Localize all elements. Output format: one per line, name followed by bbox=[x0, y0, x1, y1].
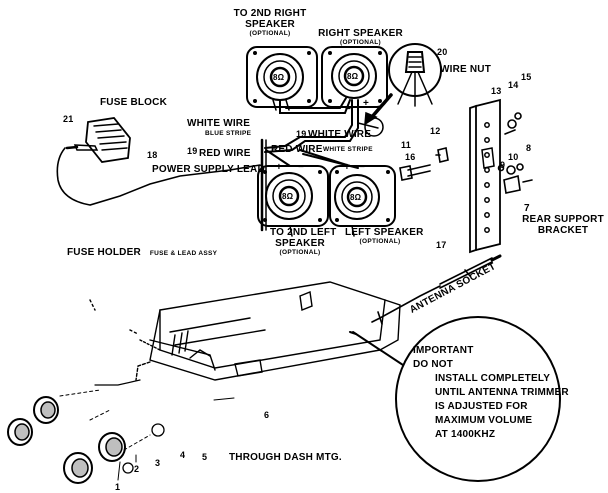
important-notice-circle bbox=[349, 316, 561, 482]
speaker-right bbox=[321, 46, 388, 108]
part-number-11: 11 bbox=[401, 140, 411, 150]
through-dash-label: THROUGH DASH MTG. bbox=[229, 452, 342, 463]
power-lead-number: 18 bbox=[147, 150, 158, 160]
red-wire-number: 19 bbox=[187, 146, 198, 156]
speaker-left bbox=[329, 165, 396, 227]
power-supply-lead-label: POWER SUPPLY LEAD bbox=[152, 164, 265, 175]
red-wire-2-label: RED WIRE bbox=[271, 144, 323, 155]
white-wire-2-label: WHITE WIRE bbox=[308, 129, 372, 140]
notice-line-3: UNTIL ANTENNA TRIMMER bbox=[435, 387, 569, 398]
fuse-block-label: FUSE BLOCK bbox=[100, 97, 167, 108]
part-number-1: 1 bbox=[115, 482, 121, 492]
minus-sign-3: − bbox=[298, 162, 305, 173]
part-number-4: 4 bbox=[180, 450, 186, 460]
rear-bracket-number: 7 bbox=[524, 203, 530, 214]
wire-nut-detail bbox=[364, 43, 442, 137]
rear-support-bracket bbox=[469, 98, 501, 254]
plus-sign-1: + bbox=[363, 98, 370, 109]
part-number-12: 12 bbox=[430, 126, 441, 136]
notice-line-1: DO NOT bbox=[413, 359, 454, 370]
notice-line-5: MAXIMUM VOLUME bbox=[435, 415, 533, 426]
minus-sign-1: − bbox=[345, 104, 352, 115]
leader-lines bbox=[117, 397, 235, 481]
label-2nd-right-speaker: TO 2ND RIGHT SPEAKER (OPTIONAL) bbox=[233, 8, 307, 37]
label-left-ohm: 8Ω bbox=[350, 193, 362, 202]
wire-nut-number: 20 bbox=[437, 47, 448, 57]
part-number-3: 3 bbox=[155, 458, 161, 468]
part-number-5: 5 bbox=[202, 452, 208, 462]
wire-nut-label: WIRE NUT bbox=[440, 64, 492, 75]
minus-sign-2: − bbox=[359, 162, 366, 173]
part-number-16: 16 bbox=[405, 152, 416, 162]
white-wire-label: WHITE WIRE bbox=[187, 118, 251, 129]
label-left-speaker: LEFT SPEAKER (OPTIONAL) bbox=[345, 227, 424, 245]
part-number-2: 2 bbox=[134, 464, 140, 474]
part-number-13: 13 bbox=[491, 86, 502, 96]
plus-sign-3: + bbox=[276, 162, 283, 173]
part-number-8: 8 bbox=[526, 143, 532, 153]
plus-sign-2: + bbox=[344, 162, 351, 173]
part-number-10: 10 bbox=[508, 152, 519, 162]
fuse-block-number: 21 bbox=[63, 114, 74, 124]
mounting-hardware bbox=[399, 112, 533, 194]
label-right-ohm: 8Ω bbox=[347, 72, 359, 81]
part-number-15: 15 bbox=[521, 72, 532, 82]
antenna-lead bbox=[371, 254, 502, 325]
part-number-9: 9 bbox=[500, 160, 506, 170]
white-wire-2-number: 19 bbox=[296, 129, 307, 139]
part-number-14: 14 bbox=[508, 80, 519, 90]
notice-line-2: INSTALL COMPLETELY bbox=[435, 373, 551, 384]
white-stripe-label: WHITE STRIPE bbox=[323, 146, 373, 153]
control-knobs bbox=[7, 389, 165, 484]
rear-bracket-label: REAR SUPPORT BRACKET bbox=[522, 214, 604, 236]
label-2nd-left-ohm: 8Ω bbox=[282, 192, 294, 201]
label-right-speaker: RIGHT SPEAKER (OPTIONAL) bbox=[318, 28, 403, 46]
label-2nd-left-speaker: TO 2ND LEFT SPEAKER (OPTIONAL) bbox=[270, 227, 337, 256]
radio-chassis bbox=[89, 281, 401, 386]
part-number-6: 6 bbox=[264, 410, 270, 420]
red-wire-label: RED WIRE bbox=[199, 148, 251, 159]
label-2nd-right-ohm: 8Ω bbox=[273, 73, 285, 82]
antenna-number: 17 bbox=[436, 240, 447, 250]
fuse-block-drawing bbox=[56, 117, 261, 206]
notice-line-6: AT 1400KHz bbox=[435, 429, 496, 440]
fuse-holder-label: FUSE HOLDER FUSE & LEAD ASSY bbox=[67, 247, 218, 258]
speaker-wiring bbox=[260, 97, 379, 237]
important-notice-text: IMPORTANT DO NOT INSTALL COMPLETELY UNTI… bbox=[413, 344, 569, 442]
notice-title: IMPORTANT bbox=[413, 345, 474, 356]
blue-stripe-label: BLUE STRIPE bbox=[205, 130, 252, 137]
notice-line-4: IS ADJUSTED FOR bbox=[435, 401, 528, 412]
